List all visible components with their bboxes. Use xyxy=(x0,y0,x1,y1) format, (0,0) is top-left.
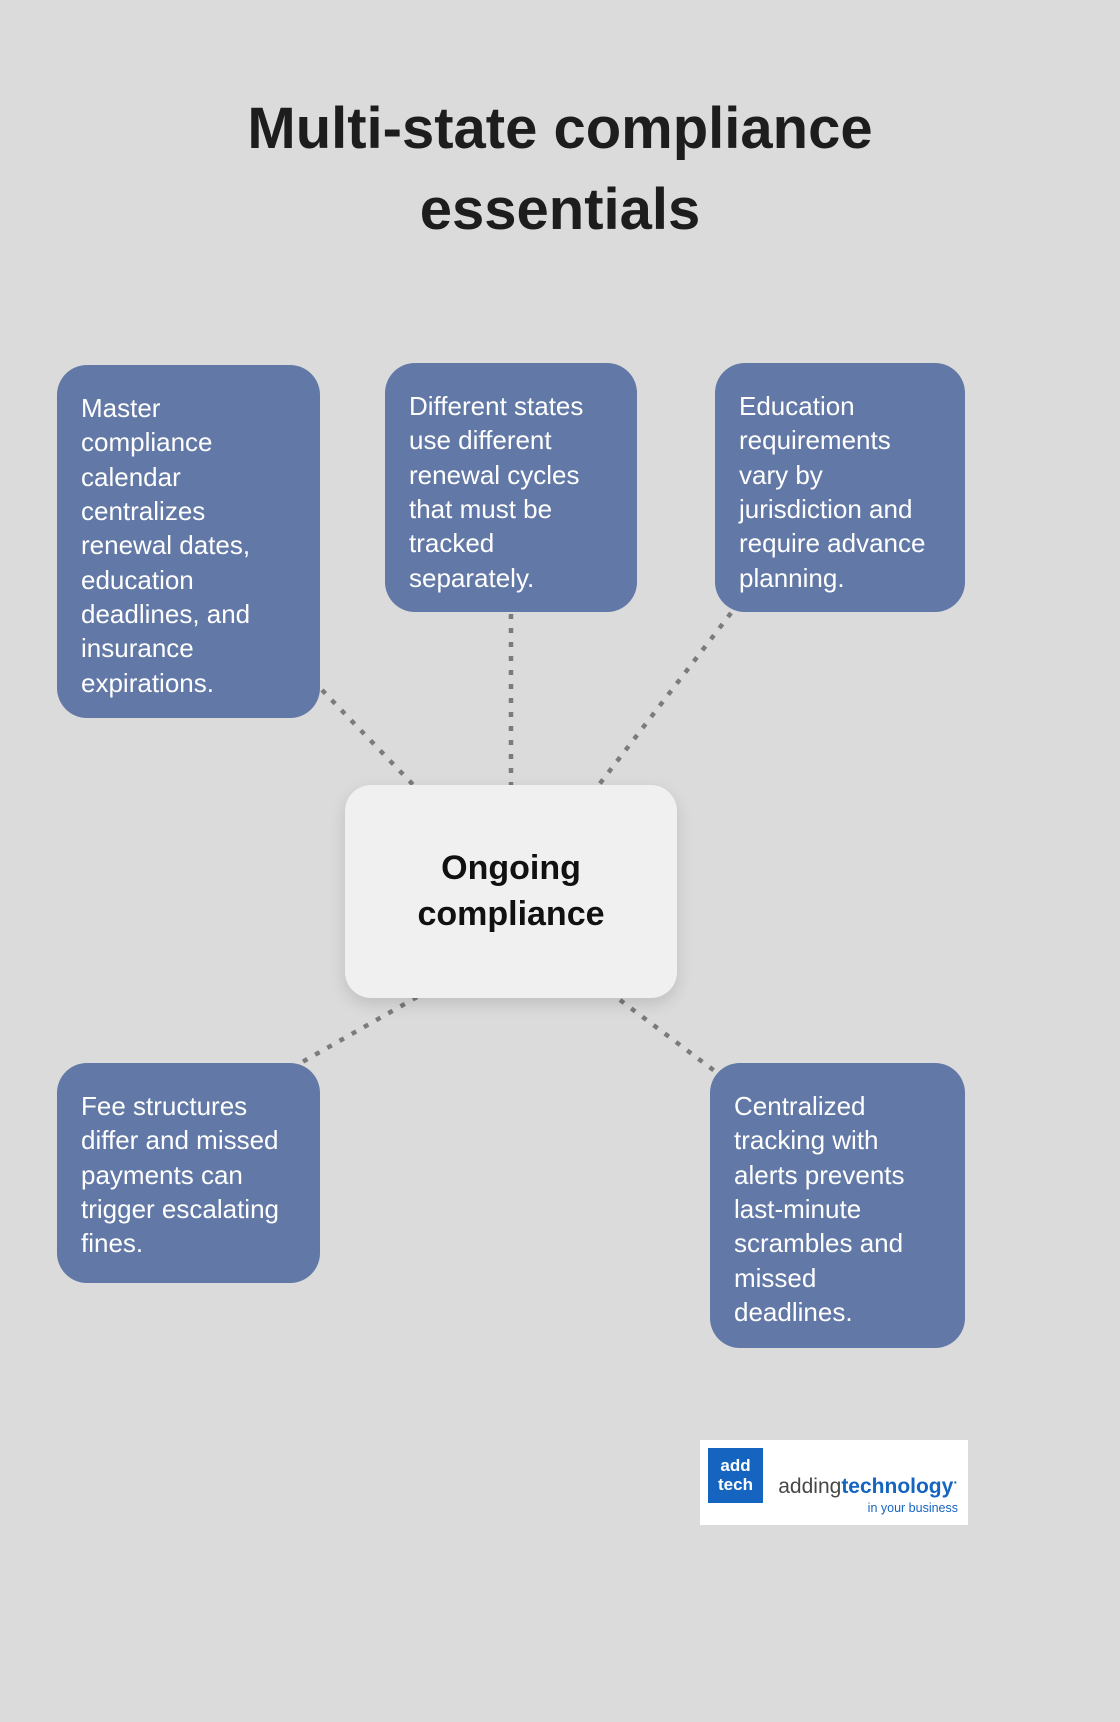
center-node-label: Ongoing compliance xyxy=(417,848,605,933)
node-text: Master compliance calendar centralizes r… xyxy=(81,393,251,698)
node-text: Centralized tracking with alerts prevent… xyxy=(734,1091,905,1327)
node-fee-structures: Fee structures differ and missed payment… xyxy=(57,1063,320,1283)
logo-mark-line2: tech xyxy=(718,1474,753,1494)
addtech-logo-icon: add tech xyxy=(708,1448,763,1503)
addingtechnology-logo: add tech addingtechnology· in your busin… xyxy=(700,1440,968,1525)
logo-trademark: · xyxy=(953,1474,958,1490)
node-text: Different states use different renewal c… xyxy=(409,391,584,593)
logo-word-technology: technology xyxy=(841,1475,954,1498)
connector-bottom-left xyxy=(295,995,419,1067)
connector-top-right xyxy=(596,611,733,788)
node-education-requirements: Education requirements vary by jurisdict… xyxy=(715,363,965,612)
logo-mark-line1: add xyxy=(720,1455,751,1475)
center-node-ongoing-compliance: Ongoing compliance xyxy=(345,785,677,998)
connector-top-left xyxy=(320,688,422,794)
logo-word-adding: adding xyxy=(778,1475,842,1498)
logo-wordmark: addingtechnology· in your business xyxy=(765,1474,958,1515)
page-title: Multi-state compliance essentials xyxy=(247,96,873,243)
connector-bottom-right xyxy=(618,998,718,1074)
node-renewal-cycles: Different states use different renewal c… xyxy=(385,363,637,612)
logo-tagline: in your business xyxy=(867,1501,958,1516)
node-centralized-tracking: Centralized tracking with alerts prevent… xyxy=(710,1063,965,1348)
node-text: Education requirements vary by jurisdict… xyxy=(739,391,926,593)
node-master-calendar: Master compliance calendar centralizes r… xyxy=(57,365,320,718)
node-text: Fee structures differ and missed payment… xyxy=(81,1091,279,1259)
logo-wordmark-line: addingtechnology· xyxy=(778,1474,958,1499)
